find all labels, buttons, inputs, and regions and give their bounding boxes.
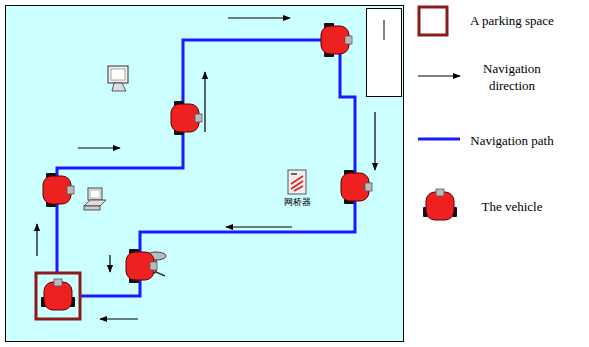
legend-parking-sample (419, 7, 447, 35)
parking-space (36, 273, 80, 319)
navigation-path (57, 40, 355, 296)
device-label: 网桥器 (283, 197, 312, 207)
legend-arrow-sample (418, 75, 460, 76)
door (367, 9, 402, 97)
vehicles (41, 23, 372, 310)
monitor-icon (108, 66, 128, 91)
desktop-computer-icon (84, 188, 106, 210)
room-floor (6, 6, 404, 342)
bridge-icon (288, 170, 306, 194)
legend-label: A parking space (452, 12, 572, 29)
legend-label: The vehicle (452, 198, 572, 215)
legend-label: Navigation direction (469, 60, 555, 94)
legend-path-sample (418, 138, 460, 141)
legend-label: Navigation path (469, 132, 555, 149)
legend-vehicle-sample (423, 189, 457, 220)
direction-arrows (37, 18, 375, 319)
